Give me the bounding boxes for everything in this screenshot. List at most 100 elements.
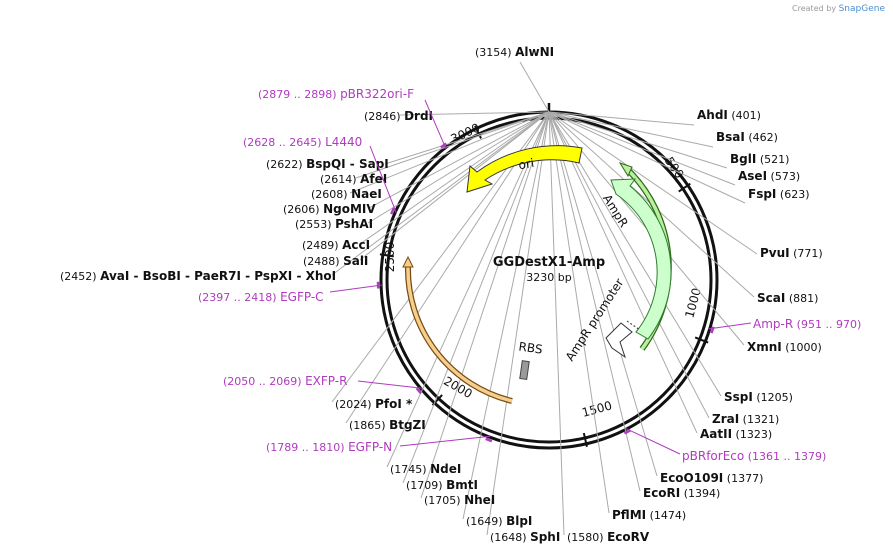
site-label: (2553) PshAI	[295, 217, 373, 231]
primer-mark	[623, 429, 631, 435]
site-label: ZraI (1321)	[712, 412, 779, 426]
primer-range: (1361 .. 1379)	[744, 450, 826, 463]
credit-prefix: Created by	[792, 4, 837, 13]
site-pshai: (2553) PshAI	[295, 217, 373, 231]
site-naei: (2608) NaeI	[311, 187, 382, 201]
site-position: (2608)	[311, 188, 351, 201]
site-name: AvaI - BsoBI - PaeR7I - PspXI - XhoI	[100, 269, 336, 283]
site-asei: AseI (573)	[738, 169, 800, 183]
site-label: (1705) NheI	[424, 493, 495, 507]
site-leader	[462, 111, 550, 520]
site-btgzi: (1865) BtgZI	[349, 418, 426, 432]
site-label: (2608) NaeI	[311, 187, 382, 201]
site-blpi: (1649) BlpI	[466, 514, 532, 528]
primer-name: pBR322ori-F	[340, 87, 414, 101]
site-zrai: ZraI (1321)	[712, 412, 779, 426]
primer-exfp-r: (2050 .. 2069) EXFP-R	[223, 374, 422, 395]
site-label: ScaI (881)	[757, 291, 818, 305]
site-leader	[359, 111, 550, 261]
site-name: NgoMIV	[323, 202, 376, 216]
site-name: BspQI - SapI	[306, 157, 389, 171]
site-leader	[367, 111, 550, 224]
site-sspi: SspI (1205)	[724, 390, 793, 404]
site-alwni: (3154) AlwNI	[475, 45, 554, 59]
site-name: BmtI	[446, 478, 478, 492]
site-name: EcoRI	[643, 486, 680, 500]
snapgene-logo: SnapGene	[838, 4, 885, 14]
site-leader	[548, 111, 758, 255]
site-position: (1865)	[349, 419, 389, 432]
primer-name: Amp-R	[753, 317, 793, 331]
site-leader	[548, 111, 565, 536]
primer-range: (951 .. 970)	[793, 318, 861, 331]
primer-label: Amp-R (951 .. 970)	[753, 317, 861, 331]
site-leader	[519, 61, 550, 113]
primer-name: L4440	[325, 135, 362, 149]
primer-label: pBRforEco (1361 .. 1379)	[682, 449, 826, 463]
site-leader	[548, 111, 641, 492]
site-position: (1394)	[680, 487, 720, 500]
primer-pbrforeco: pBRforEco (1361 .. 1379)	[623, 427, 826, 463]
primer-leader	[357, 380, 422, 389]
tick-mark	[678, 182, 691, 193]
site-name: ScaI	[757, 291, 785, 305]
primer-l4440: (2628 .. 2645) L4440	[243, 135, 397, 215]
site-label: (2614) AfeI	[320, 172, 387, 186]
primer-name: EGFP-N	[348, 440, 392, 454]
site-label: (2452) AvaI - BsoBI - PaeR7I - PspXI - X…	[60, 269, 336, 283]
site-name: AfeI	[360, 172, 387, 186]
site-label: (2846) DrdI	[364, 109, 433, 123]
primer-label: (2050 .. 2069) EXFP-R	[223, 374, 347, 388]
tick-mark	[582, 432, 588, 447]
site-pfoi: (2024) PfoI *	[335, 397, 413, 411]
site-name: SspI	[724, 390, 753, 404]
site-label: (1745) NdeI	[390, 462, 461, 476]
tick-label: 2500	[383, 242, 397, 273]
site-position: (1323)	[732, 428, 772, 441]
site-position: (1580)	[567, 531, 607, 544]
site-position: (2622)	[266, 158, 306, 171]
site-position: (401)	[728, 109, 761, 122]
tick-label: 1500	[580, 398, 613, 419]
site-leader	[548, 111, 710, 419]
primer-leader	[369, 145, 397, 213]
site-label: (2622) BspQI - SapI	[266, 157, 389, 171]
site-position: (2606)	[283, 203, 323, 216]
site-label: PvuI (771)	[760, 246, 823, 260]
site-xmni: XmnI (1000)	[747, 340, 822, 354]
site-ndei: (1745) NdeI	[390, 462, 461, 476]
ori-feature	[466, 145, 583, 193]
site-leader	[359, 111, 550, 245]
site-leader	[402, 111, 550, 484]
site-label: FspI (623)	[748, 187, 809, 201]
primer-leader	[399, 435, 491, 447]
site-position: (1745)	[390, 463, 430, 476]
site-avai-bsobi-paer7i-pspxi-xhoi: (2452) AvaI - BsoBI - PaeR7I - PspXI - X…	[60, 269, 336, 283]
site-name: FspI	[748, 187, 776, 201]
site-position: (3154)	[475, 46, 515, 59]
site-acci: (2489) AccI	[302, 238, 370, 252]
site-leader	[355, 111, 550, 179]
site-label: XmnI (1000)	[747, 340, 822, 354]
site-aatii: AatII (1323)	[700, 427, 772, 441]
primer-leader	[424, 99, 447, 149]
primer-mark	[390, 207, 396, 215]
credit: Created by SnapGene	[792, 4, 885, 14]
site-position: (1648)	[490, 531, 530, 544]
site-name: XmnI	[747, 340, 782, 354]
site-name: EcoO109I	[660, 471, 723, 485]
site-scai: ScaI (881)	[757, 291, 818, 305]
site-label: BsaI (462)	[716, 130, 778, 144]
rbs-feature	[519, 360, 530, 381]
site-ecoo109i: EcoO109I (1377)	[660, 471, 763, 485]
site-leader	[384, 111, 550, 165]
site-name: AhdI	[697, 108, 728, 122]
site-name: SalI	[343, 254, 368, 268]
ampr-feature	[610, 178, 672, 340]
site-position: (2024)	[335, 398, 375, 411]
site-sali: (2488) SalI	[303, 254, 368, 268]
site-pflmi: PflMI (1474)	[612, 508, 686, 522]
primer-range: (2050 .. 2069)	[223, 375, 305, 388]
primer-mark	[485, 437, 493, 443]
site-label: BglI (521)	[730, 152, 789, 166]
